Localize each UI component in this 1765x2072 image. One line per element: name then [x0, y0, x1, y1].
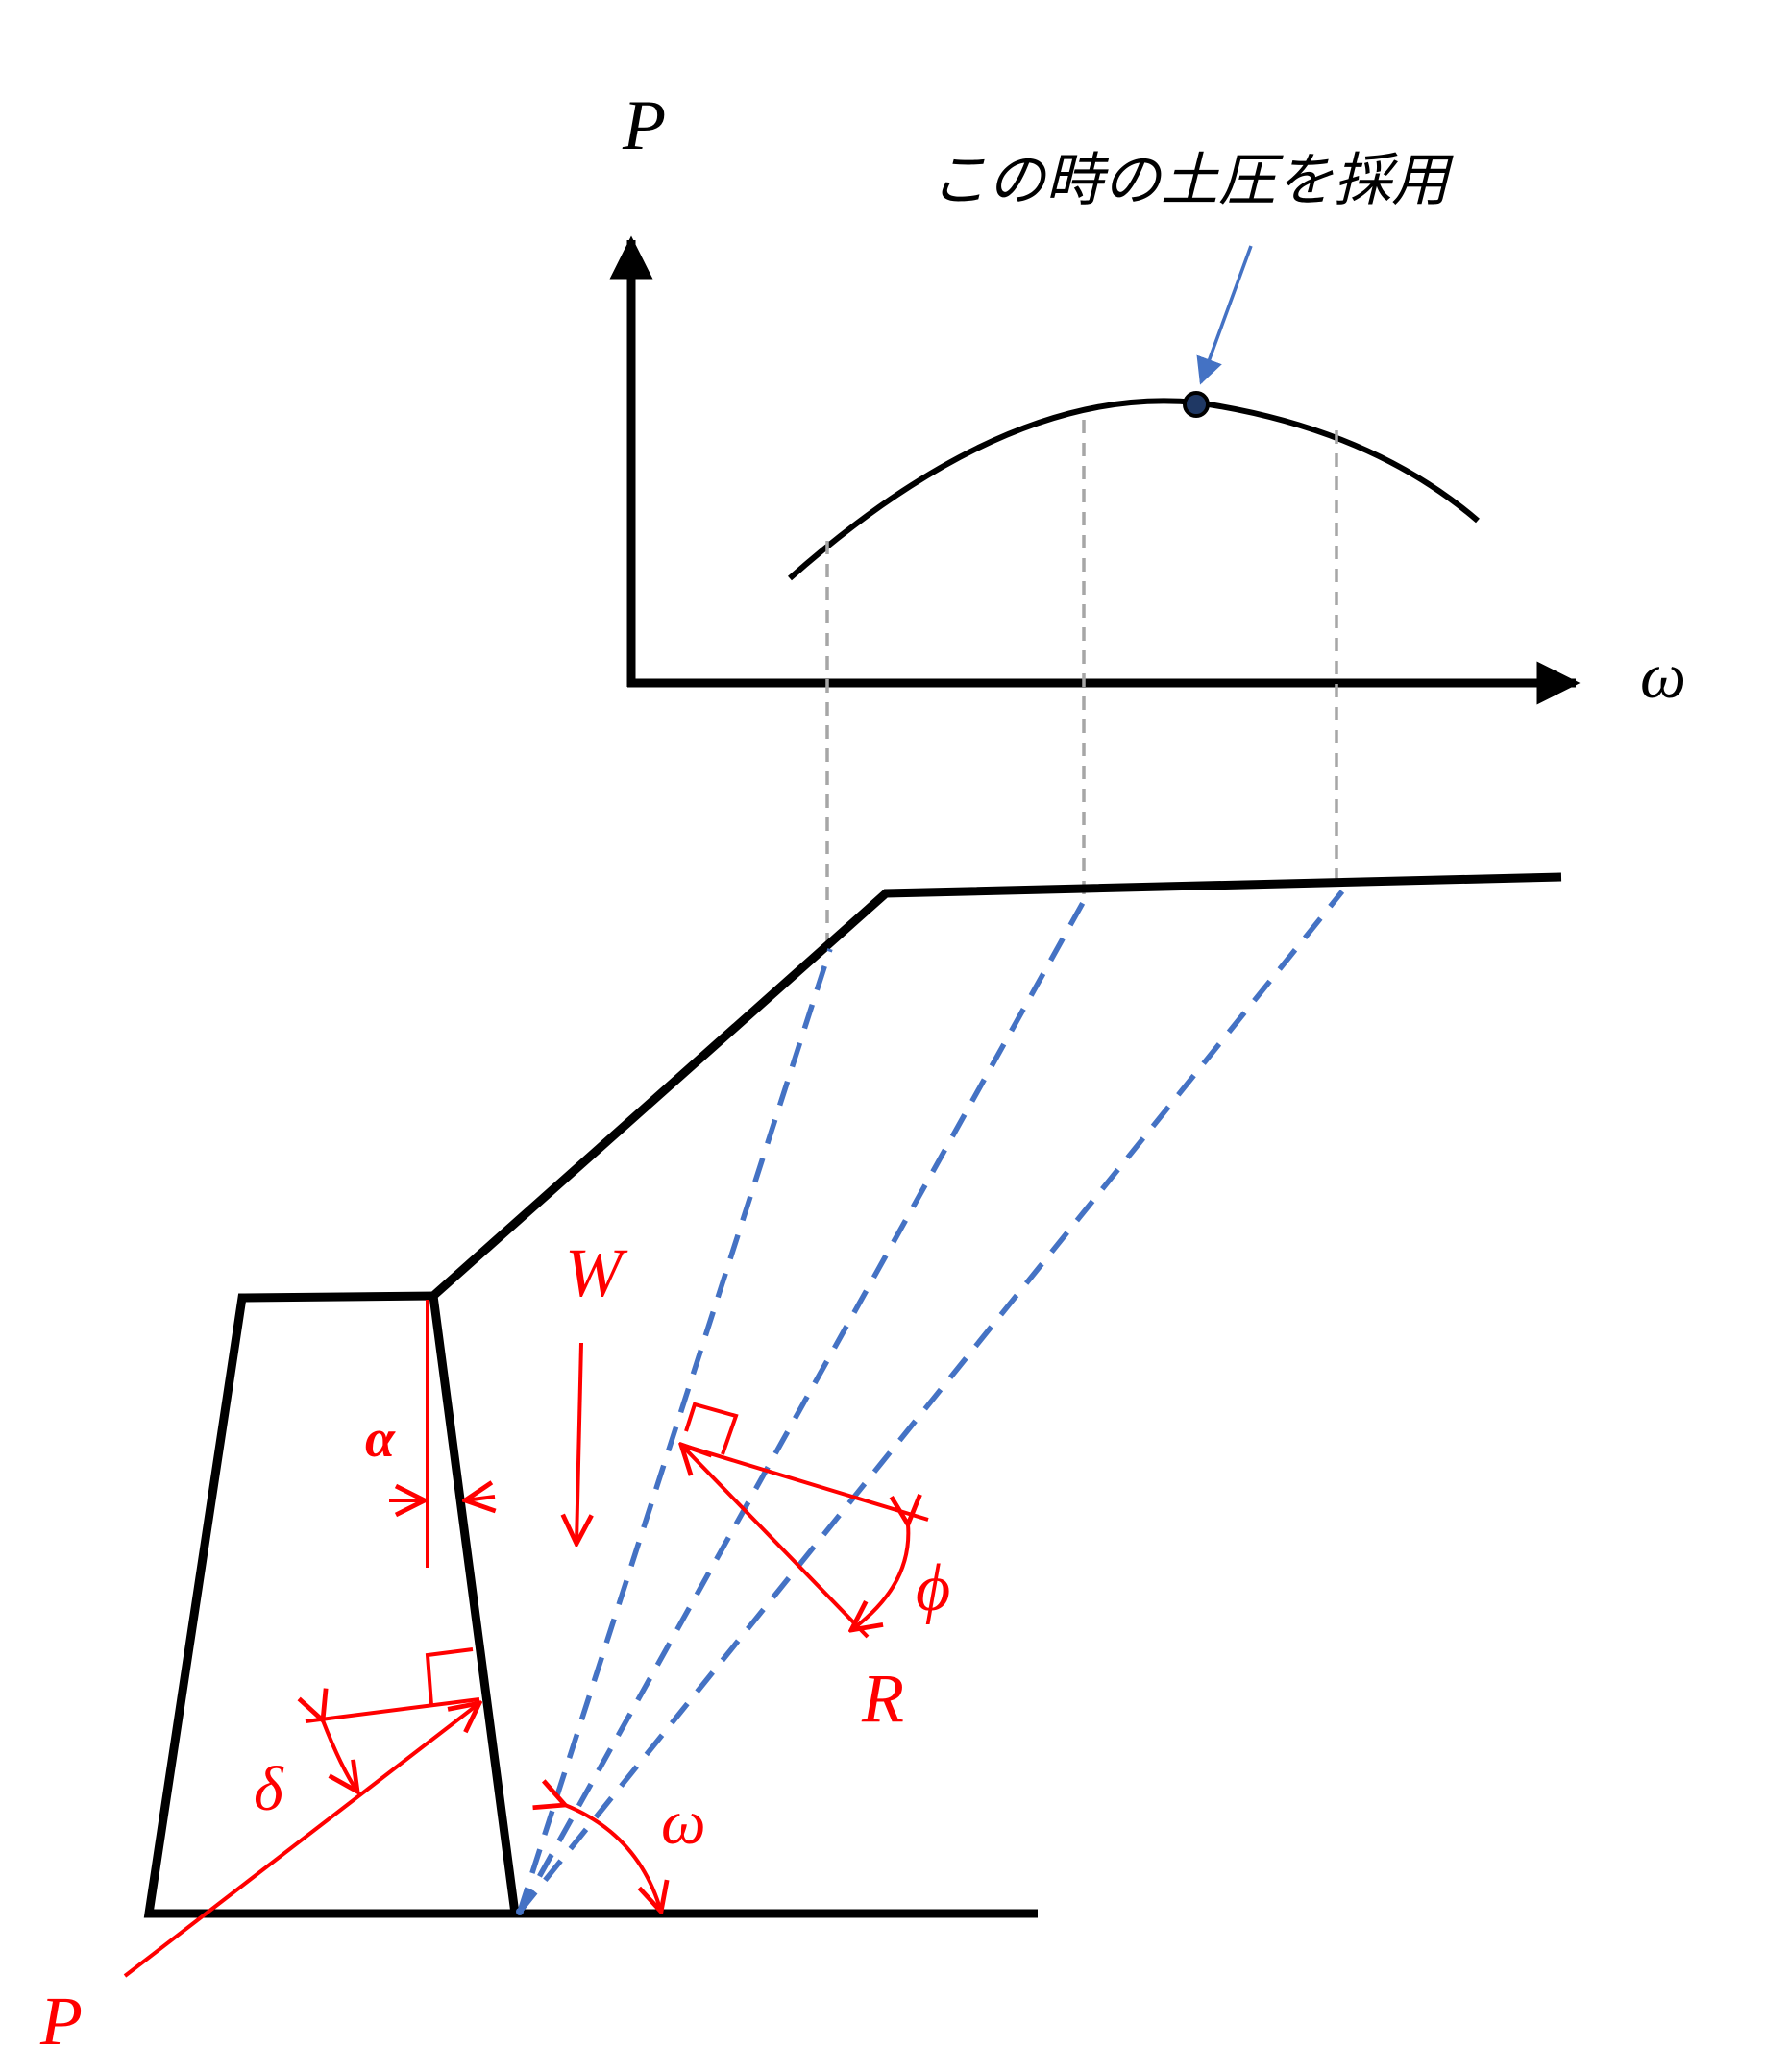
alpha-label: α	[365, 1409, 396, 1469]
omega-axis-label: ω	[1640, 639, 1686, 712]
pressure-curve	[788, 398, 1480, 581]
wall-normal-line	[305, 1697, 480, 1723]
wall-right-angle-mark	[425, 1647, 474, 1706]
p-axis-label: P	[622, 86, 666, 165]
earth-pressure-arrow	[123, 1703, 479, 1978]
omega-label: ω	[661, 1788, 706, 1858]
omega-angle-arc	[565, 1805, 661, 1912]
ground-profile	[146, 872, 1562, 1918]
max-pressure-point	[1183, 391, 1210, 418]
phi-angle-arc	[851, 1524, 908, 1630]
wedge-apex-point	[516, 1908, 524, 1915]
annotation-text: この時の土圧を採用	[930, 147, 1454, 214]
force-annotations	[123, 1300, 929, 1978]
alpha-arrow-right	[465, 1497, 495, 1500]
trial-plane-2	[517, 899, 1087, 1914]
w-label: W	[565, 1234, 628, 1311]
r-label: R	[861, 1660, 904, 1737]
annotation-arrow	[1196, 245, 1253, 385]
weight-arrow	[576, 1342, 581, 1544]
force-labels: W α ϕ R δ ω P	[39, 1234, 950, 2060]
p-force-label: P	[39, 1983, 83, 2060]
delta-label: δ	[254, 1754, 284, 1824]
backfill-surface	[430, 872, 1562, 1300]
reaction-arrow	[681, 1445, 870, 1639]
trial-plane-1	[517, 948, 833, 1913]
trial-plane-3	[517, 890, 1345, 1914]
phi-label: ϕ	[916, 1551, 950, 1625]
retaining-wall	[143, 1291, 521, 1918]
p-omega-graph: P ω この時の土圧を採用	[609, 86, 1686, 712]
slip-right-angle-mark	[684, 1402, 739, 1455]
projection-lines	[825, 420, 1338, 949]
trial-slip-planes	[517, 890, 1345, 1914]
delta-angle-arc	[323, 1720, 357, 1792]
